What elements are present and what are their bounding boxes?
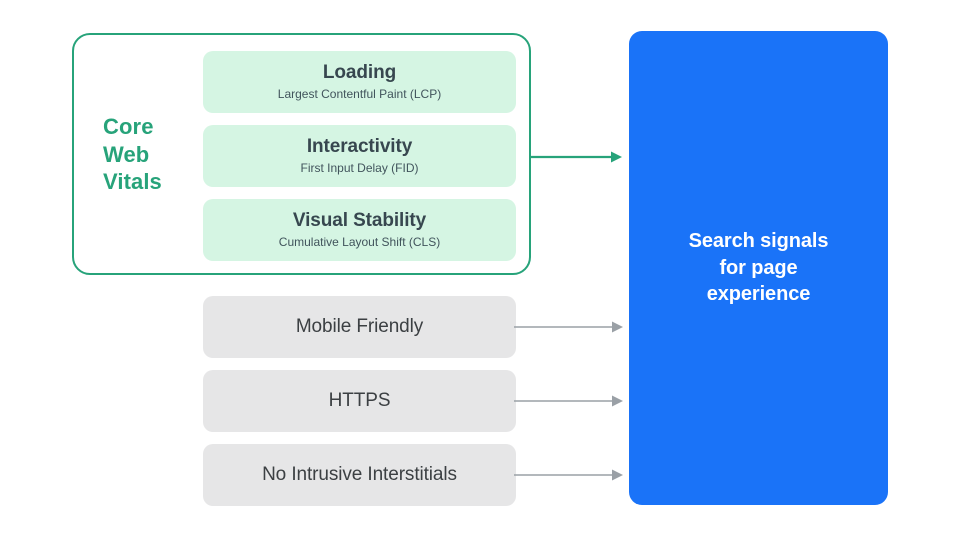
- core-web-vitals-group: [72, 33, 531, 275]
- metric-subtitle: Largest Contentful Paint (LCP): [277, 87, 442, 102]
- signal-label: Mobile Friendly: [295, 316, 424, 337]
- destination-panel: Search signals for page experience: [629, 31, 888, 505]
- arrow-no-intrusive-interstitials-icon: [514, 469, 623, 481]
- core-web-vitals-label-line-1: Core: [103, 114, 154, 139]
- metric-card-loading: Loading Largest Contentful Paint (LCP): [203, 51, 516, 113]
- arrow-core-web-vitals-icon: [529, 151, 622, 163]
- metric-card-visual-stability: Visual Stability Cumulative Layout Shift…: [203, 199, 516, 261]
- core-web-vitals-label-line-2: Web: [103, 141, 150, 167]
- core-web-vitals-group-label: Core Web Vitals: [103, 113, 191, 196]
- destination-title: Search signals for page experience: [688, 229, 829, 306]
- signal-card-no-intrusive-interstitials: No Intrusive Interstitials: [203, 444, 516, 506]
- signal-card-mobile-friendly: Mobile Friendly: [203, 296, 516, 358]
- metric-title: Visual Stability: [292, 210, 427, 232]
- metric-card-interactivity: Interactivity First Input Delay (FID): [203, 125, 516, 187]
- arrow-https-icon: [514, 395, 623, 407]
- signal-card-https: HTTPS: [203, 370, 516, 432]
- signal-label: HTTPS: [328, 390, 391, 411]
- arrow-mobile-friendly-icon: [514, 321, 623, 333]
- core-web-vitals-label-line-3: Vitals: [103, 169, 162, 195]
- metric-title: Interactivity: [306, 136, 413, 158]
- metric-subtitle: First Input Delay (FID): [300, 161, 419, 176]
- signal-label: No Intrusive Interstitials: [262, 464, 457, 485]
- metric-subtitle: Cumulative Layout Shift (CLS): [278, 235, 441, 250]
- metric-title: Loading: [322, 62, 397, 84]
